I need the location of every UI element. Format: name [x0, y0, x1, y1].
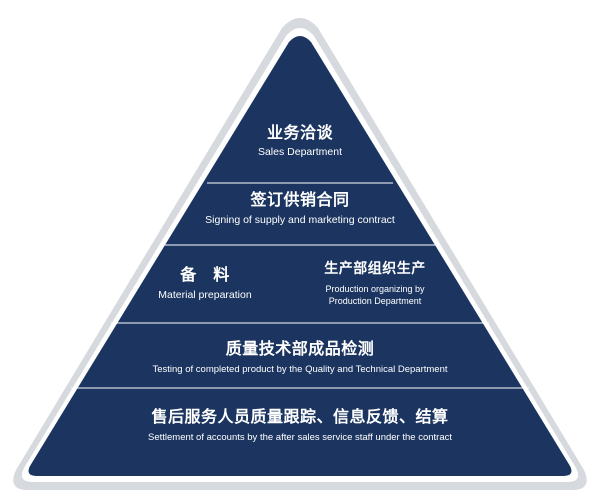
tier-3-left-title-en: Material preparation	[158, 289, 252, 301]
tier-2-title-en: Signing of supply and marketing contract	[205, 214, 395, 226]
tier-2-title-zh: 签订供销合同	[250, 190, 350, 209]
tier-3-right-title-en-line2: Production Department	[328, 296, 422, 306]
tier-2-label: 签订供销合同 Signing of supply and marketing c…	[160, 191, 440, 227]
tier-5-label: 售后服务人员质量跟踪、信息反馈、结算 Settlement of account…	[60, 408, 540, 444]
tier-4-title-en: Testing of completed product by the Qual…	[152, 364, 448, 375]
tier-1-title-zh: 业务洽谈	[266, 123, 333, 142]
tier-3-right-title-zh: 生产部组织生产	[324, 261, 426, 277]
tier-3-right-title-en-line1: Production organizing by	[325, 284, 425, 294]
pyramid-body	[28, 36, 572, 476]
tier-4-label: 质量技术部成品检测 Testing of completed product b…	[100, 340, 500, 376]
tier-5-title-zh: 售后服务人员质量跟踪、信息反馈、结算	[151, 407, 449, 426]
tier-3-right-label: 生产部组织生产 Production organizing by Product…	[300, 260, 450, 307]
tier-3-left-title-zh: 备 料	[180, 265, 230, 284]
tier-3-left-label: 备 料 Material preparation	[140, 266, 270, 302]
tier-1-label: 业务洽谈 Sales Department	[200, 124, 400, 159]
tier-5-title-en: Settlement of accounts by the after sale…	[148, 432, 452, 443]
tier-4-title-zh: 质量技术部成品检测	[225, 339, 375, 358]
tier-1-title-en: Sales Department	[257, 146, 343, 158]
